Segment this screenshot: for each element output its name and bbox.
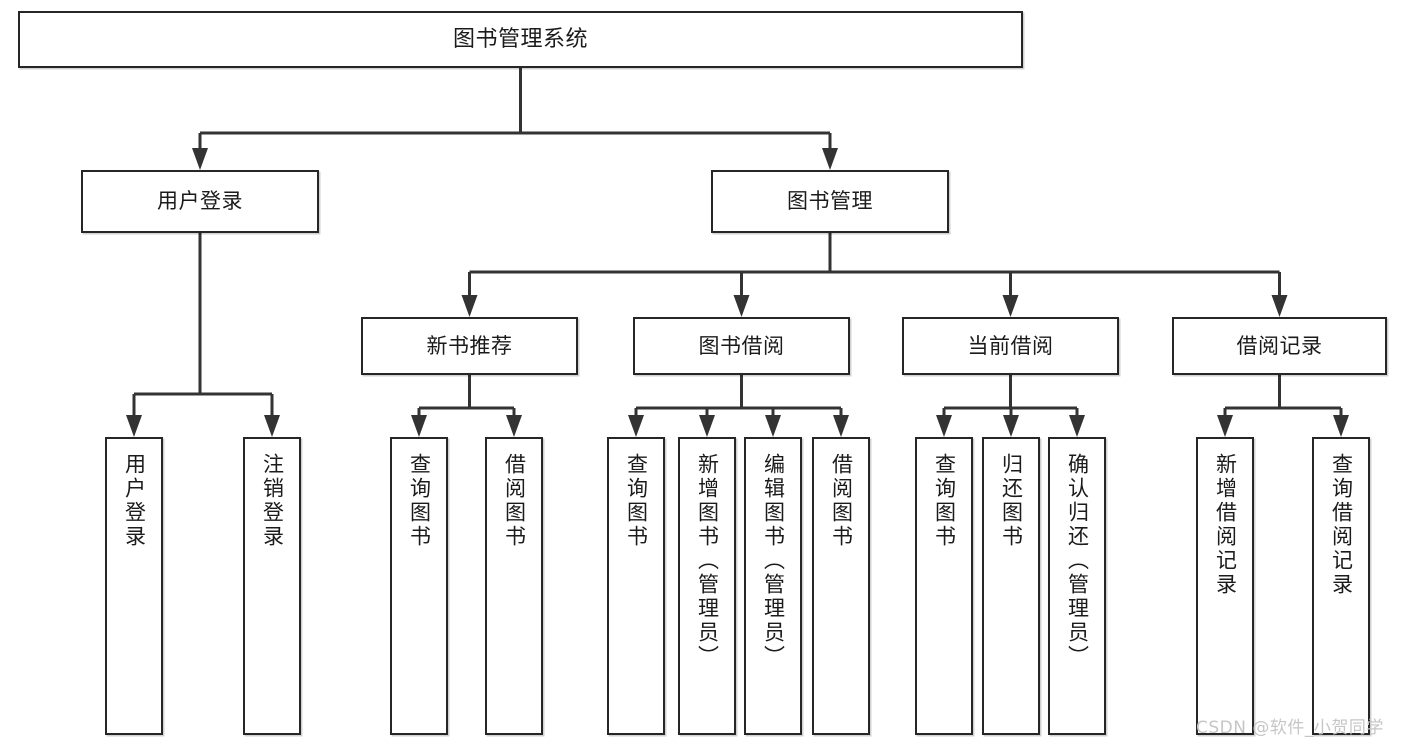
node-leaf-cur-3[interactable]: 确认归还（管理员） [1048, 437, 1106, 735]
connector-arrowhead-leaf-cur-2 [1003, 415, 1019, 437]
node-label-leaf-new-1: 查询图书 [407, 453, 432, 549]
connector-arrowhead-leaf-login-2 [264, 415, 280, 437]
node-login[interactable]: 用户登录 [81, 170, 319, 233]
node-label-leaf-borrow-3: 编辑图书（管理员） [761, 453, 786, 669]
connector-arrowhead-current [1002, 295, 1019, 317]
connector-arrowhead-borrow [733, 295, 750, 317]
connector-arrowhead-leaf-new-1 [411, 415, 427, 437]
node-leaf-rec-1[interactable]: 新增借阅记录 [1196, 437, 1254, 735]
node-label-leaf-cur-2: 归还图书 [999, 453, 1024, 549]
connector-arrowhead-leaf-rec-1 [1217, 415, 1233, 437]
connector-arrowhead-leaf-rec-2 [1333, 415, 1349, 437]
node-leaf-login-2[interactable]: 注销登录 [243, 437, 301, 735]
node-label-borrow: 图书借阅 [698, 333, 785, 358]
node-leaf-cur-2[interactable]: 归还图书 [982, 437, 1040, 735]
node-label-leaf-borrow-4: 借阅图书 [829, 453, 854, 549]
node-label-current: 当前借阅 [967, 333, 1054, 358]
node-label-records: 借阅记录 [1236, 333, 1323, 358]
connector-arrowhead-bookmgmt [822, 148, 838, 170]
node-label-root: 图书管理系统 [452, 26, 588, 52]
node-label-leaf-borrow-2: 新增图书（管理员） [695, 453, 720, 669]
node-leaf-borrow-4[interactable]: 借阅图书 [812, 437, 870, 735]
connector-arrowhead-leaf-borrow-3 [765, 415, 781, 437]
connector-arrowhead-records [1271, 295, 1288, 317]
node-label-leaf-rec-2: 查询借阅记录 [1329, 453, 1354, 597]
node-leaf-new-2[interactable]: 借阅图书 [485, 437, 543, 735]
node-label-leaf-login-2: 注销登录 [260, 453, 285, 549]
node-label-leaf-login-1: 用户登录 [122, 453, 147, 549]
node-label-leaf-rec-1: 新增借阅记录 [1213, 453, 1238, 597]
node-leaf-cur-1[interactable]: 查询图书 [915, 437, 973, 735]
node-borrow[interactable]: 图书借阅 [633, 317, 850, 375]
node-root[interactable]: 图书管理系统 [18, 11, 1023, 68]
node-leaf-new-1[interactable]: 查询图书 [390, 437, 448, 735]
connector-arrowhead-leaf-borrow-1 [628, 415, 644, 437]
node-leaf-login-1[interactable]: 用户登录 [105, 437, 163, 735]
node-records[interactable]: 借阅记录 [1172, 317, 1387, 375]
node-leaf-borrow-1[interactable]: 查询图书 [607, 437, 665, 735]
connector-arrowhead-leaf-cur-1 [936, 415, 952, 437]
node-label-leaf-borrow-1: 查询图书 [624, 453, 649, 549]
node-leaf-rec-2[interactable]: 查询借阅记录 [1312, 437, 1370, 735]
node-label-newbook: 新书推荐 [426, 333, 513, 358]
node-newbook[interactable]: 新书推荐 [361, 317, 578, 375]
node-current[interactable]: 当前借阅 [902, 317, 1119, 375]
node-label-login: 用户登录 [157, 189, 243, 214]
node-label-bookmgmt: 图书管理 [787, 189, 873, 214]
node-label-leaf-new-2: 借阅图书 [502, 453, 527, 549]
connector-arrowhead-leaf-cur-3 [1069, 415, 1085, 437]
connector-arrowhead-leaf-borrow-4 [833, 415, 849, 437]
connector-arrowhead-login [192, 148, 208, 170]
connector-arrowhead-leaf-new-2 [506, 415, 522, 437]
node-bookmgmt[interactable]: 图书管理 [711, 170, 949, 233]
node-label-leaf-cur-3: 确认归还（管理员） [1065, 453, 1090, 669]
node-leaf-borrow-2[interactable]: 新增图书（管理员） [678, 437, 736, 735]
connector-arrowhead-leaf-login-1 [126, 415, 142, 437]
connector-arrowhead-leaf-borrow-2 [699, 415, 715, 437]
node-label-leaf-cur-1: 查询图书 [932, 453, 957, 549]
csdn-watermark: CSDN @软件_小贺同学 [1196, 718, 1384, 738]
connector-arrowhead-newbook [461, 295, 478, 317]
node-leaf-borrow-3[interactable]: 编辑图书（管理员） [744, 437, 802, 735]
